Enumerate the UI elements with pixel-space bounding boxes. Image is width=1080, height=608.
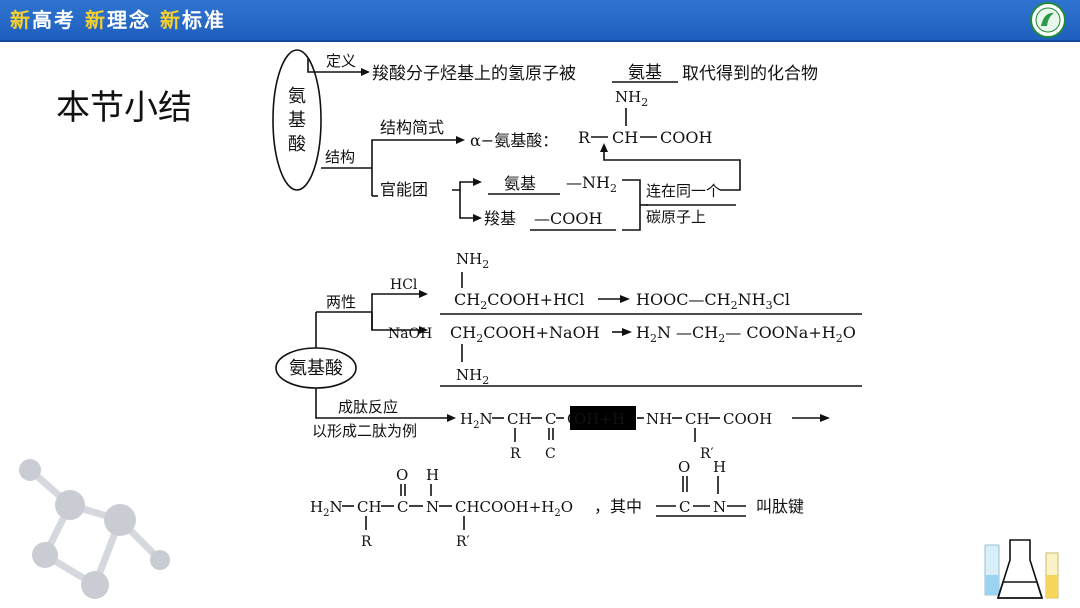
school-emblem-icon: [1030, 2, 1066, 38]
among-text: ，其中: [594, 497, 642, 516]
product-n: N: [426, 498, 439, 516]
peptide-bond-name: 叫肽键: [756, 497, 804, 516]
hcl-reagent: HCl: [390, 277, 418, 293]
reactant-r: R: [510, 446, 521, 462]
product-r-prime: R′: [456, 534, 470, 550]
lab-flasks-decoration: [984, 539, 1059, 599]
definition-label: 定义: [326, 52, 356, 70]
amino-acid-node-char: 酸: [288, 134, 306, 155]
definition-blank-answer: 氨基: [628, 63, 662, 83]
reactant-amine: H2N: [460, 410, 493, 431]
formula-label: 结构简式: [380, 118, 444, 137]
amino-acid-node-char: 氨: [288, 86, 306, 107]
hcl-connector: [371, 293, 424, 330]
note-to-formula-connector: [603, 147, 741, 191]
reactant-ch: CH: [507, 410, 532, 428]
arrow-icon: [473, 178, 482, 186]
peptide-connector: [315, 388, 452, 419]
naoh-connector: [371, 312, 424, 331]
naoh-reactant: CH2COOH+NaOH: [450, 323, 600, 345]
arrow-icon: [820, 414, 830, 422]
product-top-o: O: [396, 466, 408, 484]
arrow-icon: [447, 414, 456, 422]
definition-text: 羧酸分子烃基上的氢原子被: [372, 64, 576, 84]
group-formula-amino: —NH2: [566, 173, 617, 195]
alpha-amino-acid-label: α−氨基酸：: [470, 131, 558, 150]
reactant-ch: CH: [685, 410, 710, 428]
arrow-icon: [456, 136, 465, 144]
page-title: 本节小结: [56, 88, 192, 128]
hcl-top-group: NH2: [456, 250, 489, 271]
same-carbon-note: 碳原子上: [646, 208, 706, 226]
naoh-product: H2N —CH2— COONa+H2O: [636, 323, 856, 345]
structure-label: 结构: [325, 148, 355, 166]
product-r: R: [361, 534, 372, 550]
reactant-r-prime: R′: [700, 446, 714, 462]
dipeptide-product: O H H2N CH C N CHCOOH+H2O R R′ ，其中: [310, 466, 642, 550]
bond-c: C: [679, 498, 690, 516]
arrow-icon: [419, 290, 428, 298]
water-removal-box: [570, 406, 636, 430]
group-name-carboxyl: 羧基: [484, 209, 516, 228]
peptide-label: 成肽反应: [338, 398, 398, 416]
group-connector: [459, 190, 478, 219]
peptide-bond: O H C N 叫肽键: [656, 458, 804, 517]
header-bar: 新高考 新理念 新标准: [0, 0, 1080, 42]
reactant-carbonyl: C: [545, 446, 556, 462]
definition-text-end: 取代得到的化合物: [682, 64, 818, 84]
arrow-icon: [622, 328, 632, 336]
formula-top-group: NH2: [615, 88, 648, 109]
arrow-icon: [620, 295, 630, 303]
arrow-icon: [473, 214, 482, 222]
dipeptide-reactants: H2N CH C O OH+H NH CH COOH R C R′: [460, 406, 830, 462]
arrow-icon: [361, 68, 370, 76]
hcl-product: HOOC—CH2NH3Cl: [636, 290, 790, 312]
amphoteric-label: 两性: [326, 293, 356, 311]
functional-group-label: 官能团: [380, 180, 428, 199]
tag-word: 高考: [32, 8, 76, 32]
formula-cooh: COOH: [660, 128, 712, 147]
product-rest: CHCOOH+H2O: [455, 498, 573, 519]
structure-bracket: [371, 139, 460, 196]
product-top-h: H: [426, 466, 439, 484]
header-tagline: 新高考 新理念 新标准: [10, 5, 226, 35]
hcl-reactant: CH2COOH+HCl: [454, 290, 584, 312]
amino-acid-node: [272, 49, 322, 191]
reactant-nh: NH: [646, 410, 672, 428]
product-c: C: [397, 498, 408, 516]
arrow-icon: [419, 326, 428, 334]
bond-n: N: [713, 498, 726, 516]
tag-prefix: 新: [84, 8, 107, 32]
same-carbon-bracket: [622, 179, 641, 231]
tag-prefix: 新: [159, 8, 182, 32]
product-amine: H2N: [310, 498, 343, 519]
product-ch: CH: [357, 498, 382, 516]
amino-acid-node-char: 基: [288, 110, 306, 131]
tag-word: 标准: [181, 8, 226, 32]
group-formula-carboxyl: —COOH: [534, 209, 602, 228]
formula-ch: CH: [612, 128, 638, 147]
group-name-amino: 氨基: [504, 174, 536, 193]
peptide-label: 以形成二肽为例: [312, 422, 417, 440]
tag-prefix: 新: [10, 8, 32, 32]
same-carbon-note: 连在同一个: [646, 182, 721, 200]
molecule-decoration-left: [19, 459, 170, 599]
arrow-icon: [600, 143, 608, 152]
reactant-oh-h: OH+H: [574, 410, 625, 428]
naoh-reagent: NaOH: [388, 326, 432, 342]
bond-top-o: O: [678, 458, 690, 476]
group-connector: [452, 181, 478, 191]
naoh-bottom-group: NH2: [456, 366, 489, 387]
reactant-cooh: COOH: [723, 410, 772, 428]
amino-acid-node-2-label: 氨基酸: [289, 358, 343, 379]
formula-r: R: [578, 128, 591, 147]
reactant-c: C: [545, 410, 556, 428]
tag-word: 理念: [106, 8, 151, 32]
bond-top-h: H: [713, 458, 726, 476]
definition-connector: [307, 58, 366, 73]
